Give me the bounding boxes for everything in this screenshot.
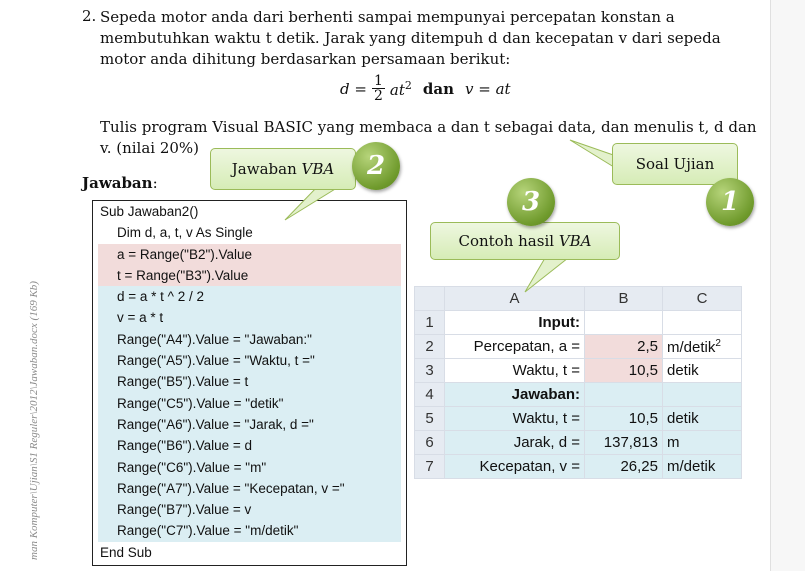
row-header[interactable]: 6 [414, 430, 445, 455]
code-line-output: d = a * t ^ 2 / 2 [98, 286, 401, 308]
cell-a[interactable]: Kecepatan, v = [444, 454, 585, 479]
code-line-output: Range("A4").Value = "Jawaban:" [98, 328, 401, 351]
column-header[interactable]: A [444, 286, 585, 311]
cell-a[interactable]: Jarak, d = [444, 430, 585, 455]
cell-b[interactable]: 10,5 [584, 358, 663, 383]
cell-c-text: m/detik [667, 338, 716, 356]
code-line-output: Range("A6").Value = "Jarak, d =" [98, 413, 401, 436]
row-header[interactable]: 3 [414, 358, 445, 383]
code-line-output: Range("B7").Value = v [98, 499, 401, 521]
cell-c-text: m/detik [667, 458, 716, 475]
equation-lhs: d = [340, 79, 367, 98]
code-line-output: Range("A7").Value = "Kecepatan, v =" [98, 477, 401, 500]
cell-a[interactable]: Percepatan, a = [444, 334, 585, 359]
cell-b[interactable]: 2,5 [584, 334, 663, 359]
code-line: Sub Jawaban2() [100, 204, 199, 219]
fraction-numerator: 1 [371, 73, 385, 89]
cell-c-text: detik [667, 410, 699, 427]
vba-code-block: Sub Jawaban2() Dim d, a, t, v As Single … [92, 200, 407, 566]
code-line-input: t = Range("B3").Value [98, 264, 401, 287]
row-header[interactable]: 7 [414, 454, 445, 479]
badge-3: 3 [507, 178, 555, 226]
cell-c-text: detik [667, 362, 699, 379]
equation-term: at2 [389, 78, 412, 99]
cell-c[interactable]: m [662, 430, 742, 455]
cell-a[interactable]: Waktu, t = [444, 406, 585, 431]
code-line-output: Range("C7").Value = "m/detik" [98, 520, 401, 542]
cell-a[interactable]: Input: [444, 310, 585, 335]
callout-soal-ujian: Soal Ujian [612, 143, 738, 185]
task-text: Tulis program Visual BASIC yang membaca … [100, 118, 757, 157]
code-line-output: Range("A5").Value = "Waktu, t =" [98, 350, 401, 372]
select-all-corner[interactable] [414, 286, 445, 311]
code-line-output: Range("B6").Value = d [98, 435, 401, 457]
row-header[interactable]: 1 [414, 310, 445, 335]
cell-b[interactable] [584, 310, 663, 335]
cell-c[interactable]: m/detik2 [662, 334, 742, 359]
cell-c[interactable]: detik [662, 406, 742, 431]
code-line: End Sub [100, 544, 152, 560]
column-header[interactable]: B [584, 286, 663, 311]
page-edge [770, 0, 805, 571]
callout-jawaban-vba: Jawaban VBA [210, 148, 356, 190]
callout-contoh-hasil: Contoh hasil VBA [430, 222, 620, 260]
column-header-row: A B C [414, 286, 742, 311]
code-line-output: Range("C5").Value = "detik" [98, 392, 401, 414]
cell-c-text: m [667, 434, 680, 451]
cell-a[interactable]: Jawaban: [444, 382, 585, 407]
equation: d = 1 2 at2 dan v = at [340, 74, 511, 103]
cell-c[interactable] [662, 382, 742, 407]
code-line-output: Range("C6").Value = "m" [98, 456, 401, 478]
file-path-note: man Komputer\Ujian\S1 Reguler\2012\Jawab… [28, 281, 40, 560]
unit-exponent: 2 [715, 337, 721, 349]
question-number: 2. [82, 7, 97, 25]
row-header[interactable]: 5 [414, 406, 445, 431]
cell-b[interactable]: 10,5 [584, 406, 663, 431]
cell-b[interactable]: 26,25 [584, 454, 663, 479]
code-line-output: Range("B5").Value = t [98, 371, 401, 393]
badge-2: 2 [352, 142, 400, 190]
equation-second: v = at [464, 79, 511, 98]
cell-b[interactable]: 137,813 [584, 430, 663, 455]
cell-a[interactable]: Waktu, t = [444, 358, 585, 383]
column-header[interactable]: C [662, 286, 742, 311]
equation-fraction: 1 2 [371, 73, 385, 104]
code-line-output: v = a * t [98, 307, 401, 329]
question-text: Sepeda motor anda dari berhenti sampai m… [100, 8, 721, 68]
row-header[interactable]: 4 [414, 382, 445, 407]
cell-c[interactable]: detik [662, 358, 742, 383]
fraction-denominator: 2 [373, 88, 383, 104]
code-line-input: a = Range("B2").Value [98, 243, 401, 265]
equation-exponent: 2 [404, 78, 412, 92]
cell-b[interactable] [584, 382, 663, 407]
equation-conjunction: dan [422, 79, 454, 98]
answer-heading: Jawaban: [82, 174, 158, 192]
code-line: Dim d, a, t, v As Single [117, 225, 253, 241]
cell-c[interactable] [662, 310, 742, 335]
row-header[interactable]: 2 [414, 334, 445, 359]
cell-c[interactable]: m/detik [662, 454, 742, 479]
badge-1: 1 [706, 178, 754, 226]
